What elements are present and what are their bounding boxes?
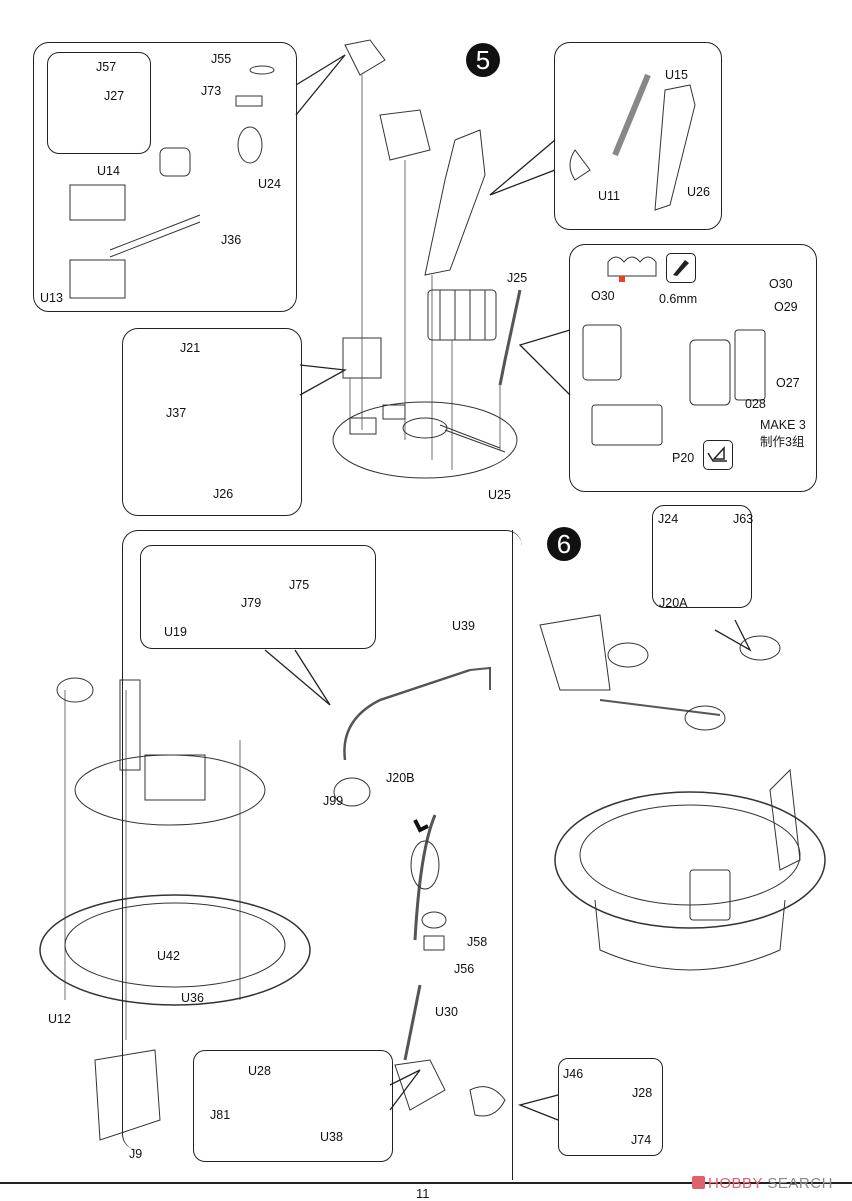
part-label: J36	[221, 233, 242, 247]
part-label: J24	[658, 512, 679, 526]
callout-seat-j20a	[652, 505, 752, 608]
step-number-5: 5	[466, 43, 500, 77]
part-label: U19	[164, 625, 187, 639]
part-label: U11	[598, 189, 621, 203]
make-quantity-note: MAKE 3 制作3组	[760, 417, 806, 451]
part-label: U36	[181, 991, 204, 1005]
part-label: O29	[774, 300, 798, 314]
part-label: 028	[745, 397, 766, 411]
step-number-6: 6	[547, 527, 581, 561]
dimension-label: 0.6mm	[659, 292, 698, 306]
part-label: P20	[672, 451, 695, 465]
callout-seat-j28	[558, 1058, 663, 1156]
part-label: J73	[201, 84, 222, 98]
part-label: J58	[467, 935, 488, 949]
turret-floor-u25	[332, 401, 518, 479]
part-label: J99	[323, 794, 344, 808]
part-label: O30	[591, 289, 615, 303]
make-note-en: MAKE 3	[760, 418, 806, 432]
part-label: J21	[180, 341, 201, 355]
part-label: U12	[48, 1012, 71, 1026]
part-label: U28	[248, 1064, 271, 1078]
sanding-icon	[703, 440, 733, 470]
part-label: J20B	[386, 771, 415, 785]
make-note-zh: 制作3组	[760, 434, 805, 449]
watermark-logo-icon	[692, 1176, 705, 1189]
part-label: U13	[40, 291, 63, 305]
part-label: U15	[665, 68, 688, 82]
part-label: U38	[320, 1130, 343, 1144]
part-label: U42	[157, 949, 180, 963]
callout-jerrycan-rack	[569, 244, 817, 492]
part-label: J46	[563, 1067, 584, 1081]
part-label: J75	[289, 578, 310, 592]
part-label: J37	[166, 406, 187, 420]
part-label: J28	[632, 1086, 653, 1100]
callout-pipe-u19	[140, 545, 376, 649]
part-label: U26	[687, 185, 710, 199]
part-label: J57	[96, 60, 117, 74]
watermark-brand-a: HOBBY	[708, 1175, 763, 1192]
callout-bracket-u28	[193, 1050, 393, 1162]
step-divider	[512, 530, 513, 1180]
part-label: U25	[488, 488, 511, 502]
part-label: J27	[104, 89, 125, 103]
part-label: U39	[452, 619, 475, 633]
step6-center-frame	[122, 530, 522, 1150]
part-label: J26	[213, 487, 234, 501]
footer-rule	[0, 1182, 852, 1184]
part-label: J79	[241, 596, 262, 610]
part-label: J63	[733, 512, 754, 526]
part-label: J55	[211, 52, 232, 66]
knife-icon	[666, 253, 696, 283]
part-label: J74	[631, 1133, 652, 1147]
callout-recoil-guard	[554, 42, 722, 230]
part-label: O30	[769, 277, 793, 291]
part-label: O27	[776, 376, 800, 390]
page-number: 11	[416, 1186, 430, 1201]
part-label: J25	[507, 271, 528, 285]
watermark: HOBBY SEARCH	[692, 1175, 833, 1192]
part-label: U14	[97, 164, 120, 178]
part-label: J20A	[659, 596, 688, 610]
part-label: U30	[435, 1005, 458, 1019]
callout-breech-assembly	[33, 42, 297, 312]
part-label: J81	[210, 1108, 231, 1122]
watermark-brand-b: SEARCH	[762, 1175, 833, 1192]
part-label: U24	[258, 177, 281, 191]
part-label: J9	[129, 1147, 143, 1161]
part-label: J56	[454, 962, 475, 976]
callout-ammo-box	[122, 328, 302, 516]
callout-detail-j57-j27	[47, 52, 151, 154]
cut-point-marker	[619, 276, 625, 282]
